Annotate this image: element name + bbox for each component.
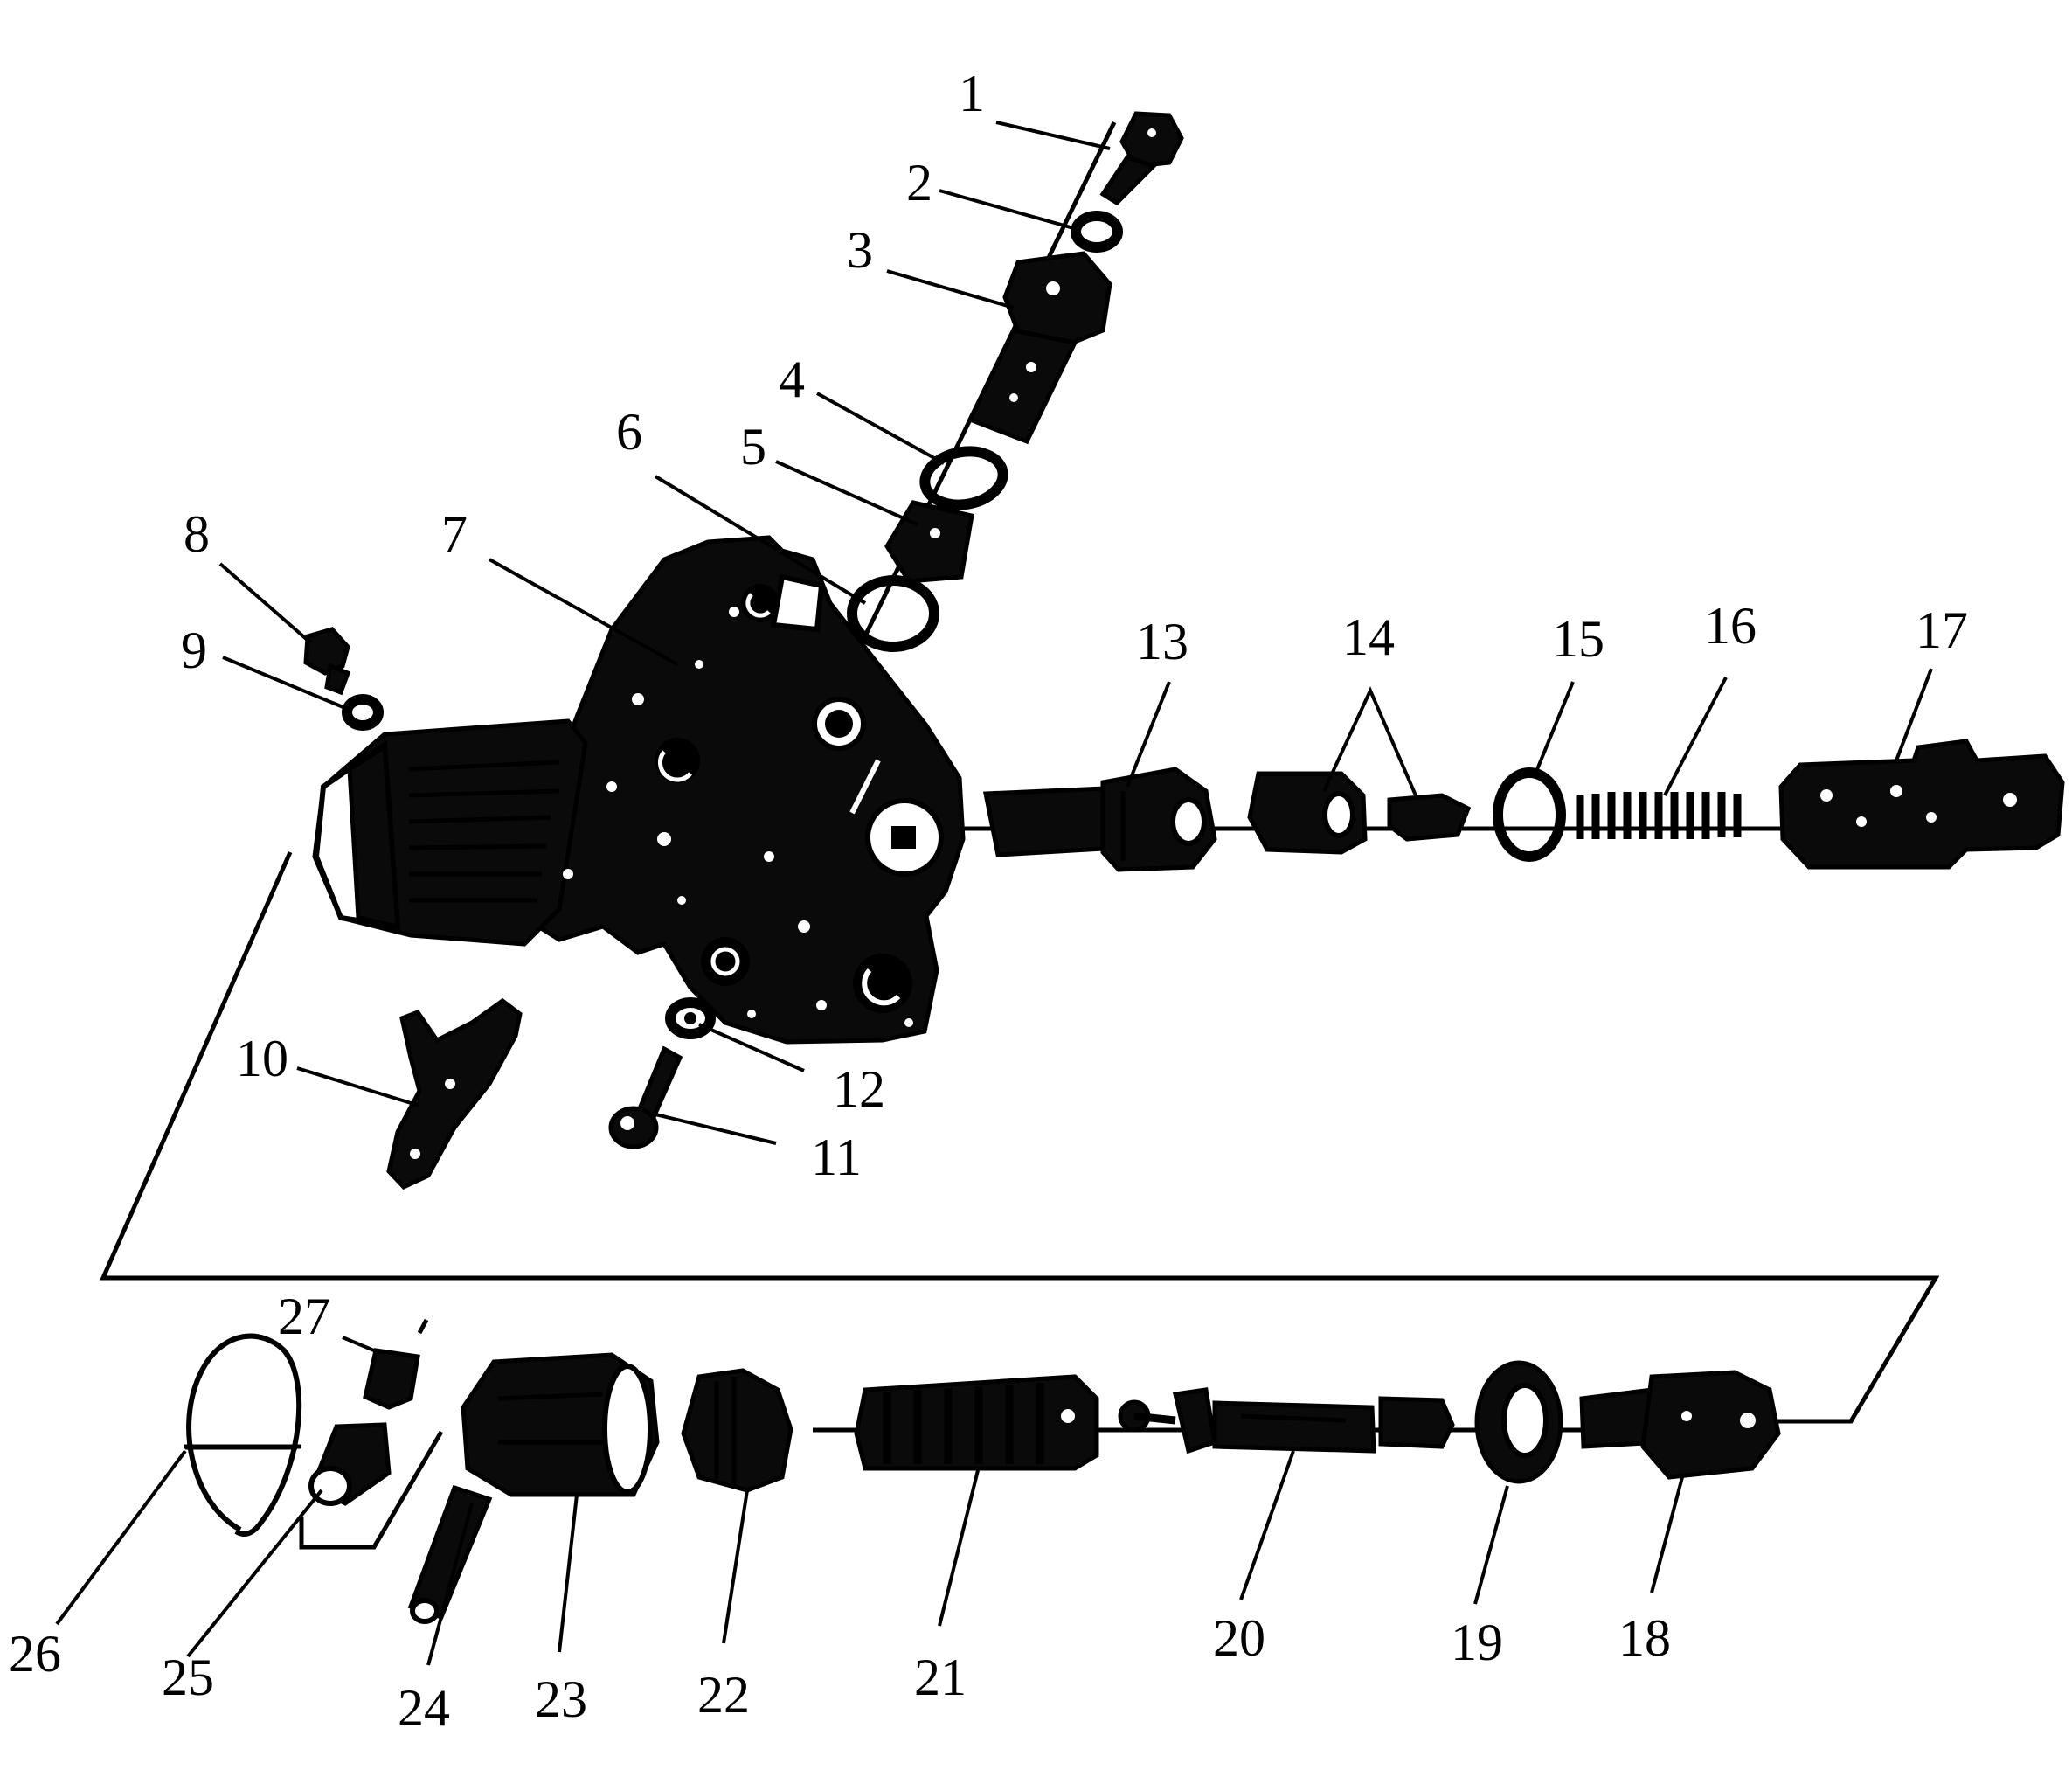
leader-lines [55, 121, 1933, 1666]
callout-11: 11 [811, 1128, 862, 1186]
callout-26: 26 [9, 1625, 61, 1683]
part-13-plunger-barrel [982, 767, 1217, 872]
lower-assembly-bracket [100, 850, 1940, 1424]
part-22-spring-seat [681, 1368, 793, 1493]
callout-6: 6 [616, 403, 642, 461]
callout-13: 13 [1136, 613, 1188, 670]
part-18-control-sleeve [1579, 1370, 1781, 1480]
callout-25: 25 [162, 1649, 214, 1706]
callout-14: 14 [1342, 608, 1395, 666]
callout-4: 4 [779, 351, 805, 408]
callout-18: 18 [1618, 1609, 1671, 1667]
part-25-roller [308, 1422, 392, 1506]
part-23-control-sleeve [461, 1352, 660, 1497]
part-14-delivery-valve [1247, 771, 1472, 855]
part-8-bleed-screw [303, 627, 351, 696]
part-11-hollow-screw [608, 1045, 683, 1149]
part-26-snap-ring [185, 1333, 302, 1537]
callout-5: 5 [740, 418, 766, 476]
pin-bracket [299, 1430, 444, 1550]
callout-8: 8 [184, 505, 210, 563]
part-9-washer [342, 694, 384, 731]
part-20-plunger [1118, 1387, 1455, 1454]
callout-1: 1 [959, 65, 985, 122]
part-15-sealing-ring [1493, 767, 1566, 862]
callout-9: 9 [181, 621, 207, 679]
callout-15: 15 [1552, 610, 1604, 668]
part-10-lever [386, 997, 523, 1190]
part-24-pin [407, 1484, 493, 1624]
callout-10: 10 [236, 1030, 288, 1087]
callout-22: 22 [697, 1666, 750, 1724]
callout-12: 12 [833, 1060, 885, 1118]
part-2-washer [1071, 211, 1123, 253]
callout-2: 2 [906, 154, 932, 212]
part-16-spring [1576, 792, 1742, 839]
part-1-bolt [1099, 111, 1184, 206]
part-21-spring [854, 1374, 1099, 1471]
part-19-ring [1474, 1360, 1563, 1484]
part-12-washer [665, 997, 716, 1039]
callout-7: 7 [441, 505, 468, 563]
callout-19: 19 [1451, 1614, 1503, 1671]
callout-labels: 1 2 3 4 5 6 7 8 9 10 11 12 13 14 15 16 1… [9, 65, 1968, 1737]
callout-24: 24 [398, 1679, 450, 1737]
callout-20: 20 [1213, 1609, 1265, 1667]
part-3-banjo-bolt [967, 251, 1112, 445]
callout-21: 21 [914, 1649, 967, 1706]
part-4-sealing-ring [919, 446, 1008, 510]
part-7-pump-housing [312, 535, 966, 1045]
callout-17: 17 [1916, 601, 1968, 659]
part-27-pin [363, 1318, 429, 1410]
part-5-valve-holder [884, 500, 974, 584]
part-17-valve-holder [1778, 739, 2065, 870]
callout-3: 3 [847, 221, 873, 279]
callout-16: 16 [1704, 597, 1757, 655]
callout-27: 27 [278, 1288, 330, 1345]
callout-23: 23 [535, 1670, 587, 1728]
part-6-o-ring [847, 575, 939, 652]
